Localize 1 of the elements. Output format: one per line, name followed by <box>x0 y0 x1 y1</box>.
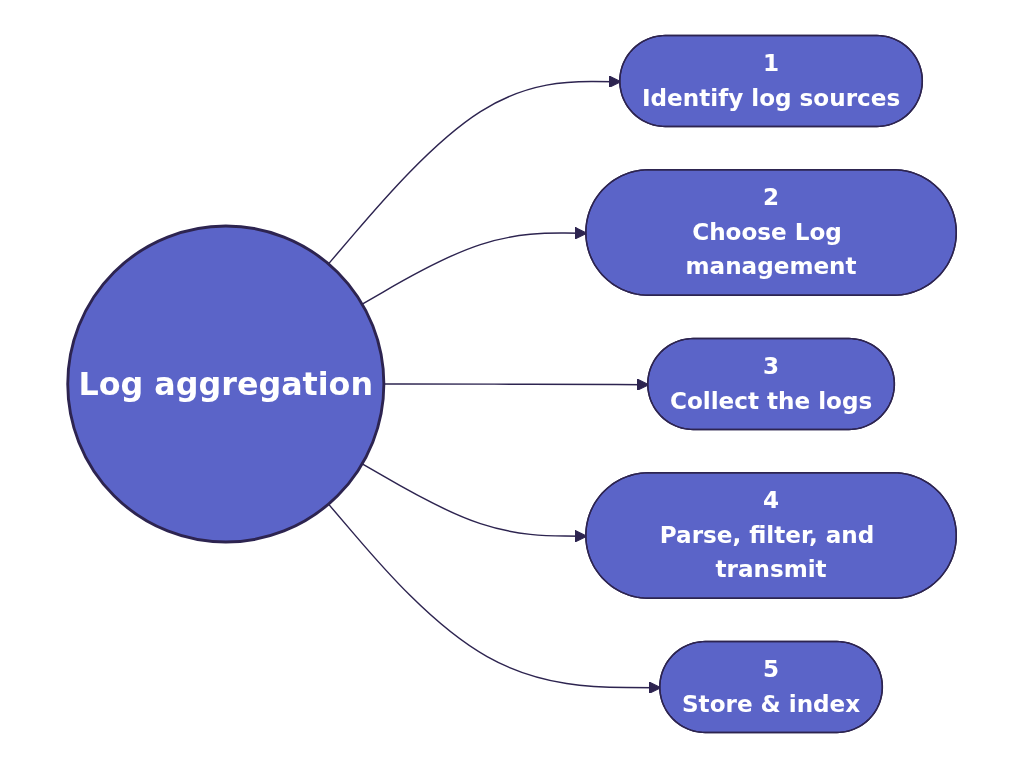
node-circle: Log aggregation <box>66 224 386 544</box>
